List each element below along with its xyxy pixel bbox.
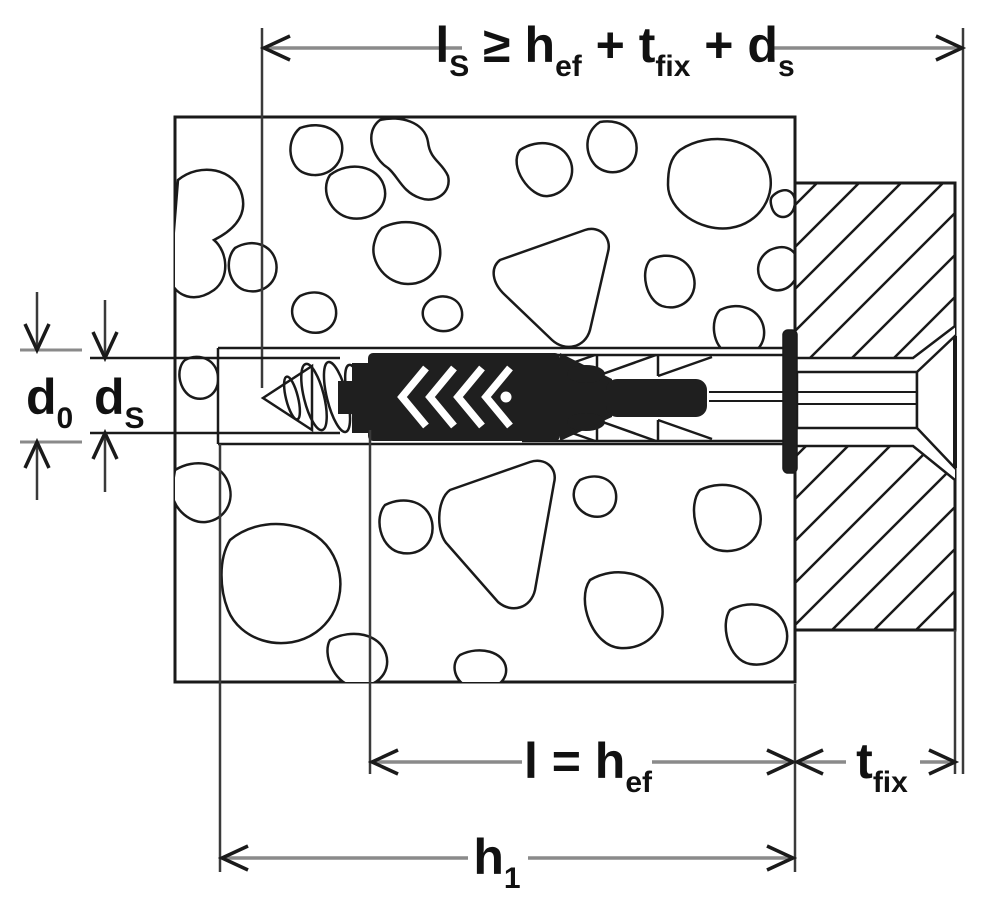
dimension-label-screw-diameter: dS bbox=[94, 369, 145, 435]
extension-lines-screw-length bbox=[260, 28, 965, 774]
screw bbox=[260, 333, 957, 472]
extension-lines-fixture bbox=[793, 630, 957, 872]
extension-ticks-hole-diameter bbox=[20, 348, 82, 444]
arrow-down-icon bbox=[91, 331, 119, 363]
arrow-left-icon bbox=[792, 748, 824, 776]
arrow-left-icon bbox=[217, 844, 249, 872]
plug-dot-icon bbox=[500, 391, 512, 403]
screw-shank-in-sleeve bbox=[709, 391, 783, 402]
screw-shank bbox=[795, 370, 919, 430]
dimension-label-screw-length: lS ≥ hef + tfix + ds bbox=[435, 17, 794, 83]
arrow-up-icon bbox=[91, 428, 119, 460]
dimension-screw-diameter: dS bbox=[90, 300, 340, 492]
arrow-left-icon bbox=[367, 748, 399, 776]
dimension-fixture-thickness: tfix bbox=[792, 630, 960, 872]
arrow-left-icon bbox=[259, 34, 291, 62]
aggregate-stones bbox=[175, 117, 795, 682]
screw-head-countersunk bbox=[915, 333, 957, 472]
dimension-label-hole-depth: h1 bbox=[473, 829, 520, 895]
dimension-hole-diameter: d0 bbox=[20, 292, 82, 500]
arrow-up-icon bbox=[23, 437, 51, 469]
dimension-label-hole-diameter: d0 bbox=[26, 369, 73, 435]
extension-lines-screw-diameter bbox=[90, 356, 340, 435]
arrow-right-icon bbox=[935, 34, 967, 62]
drill-hole-walls bbox=[216, 346, 795, 446]
dimension-screw-length: lS ≥ hef + tfix + ds bbox=[259, 17, 967, 774]
arrow-right-icon bbox=[766, 844, 798, 872]
plug-chevron-icons bbox=[397, 365, 513, 429]
arrow-down-icon bbox=[23, 323, 51, 355]
dimension-embedment-depth: l = hef bbox=[367, 430, 798, 799]
dimension-hole-depth: h1 bbox=[217, 444, 798, 895]
expansion-plug bbox=[338, 329, 798, 474]
plug-flange bbox=[782, 329, 798, 474]
dimension-label-embedment: l = hef bbox=[524, 733, 653, 799]
dimension-label-fixture-thickness: tfix bbox=[856, 733, 908, 799]
arrow-right-icon bbox=[928, 748, 960, 776]
